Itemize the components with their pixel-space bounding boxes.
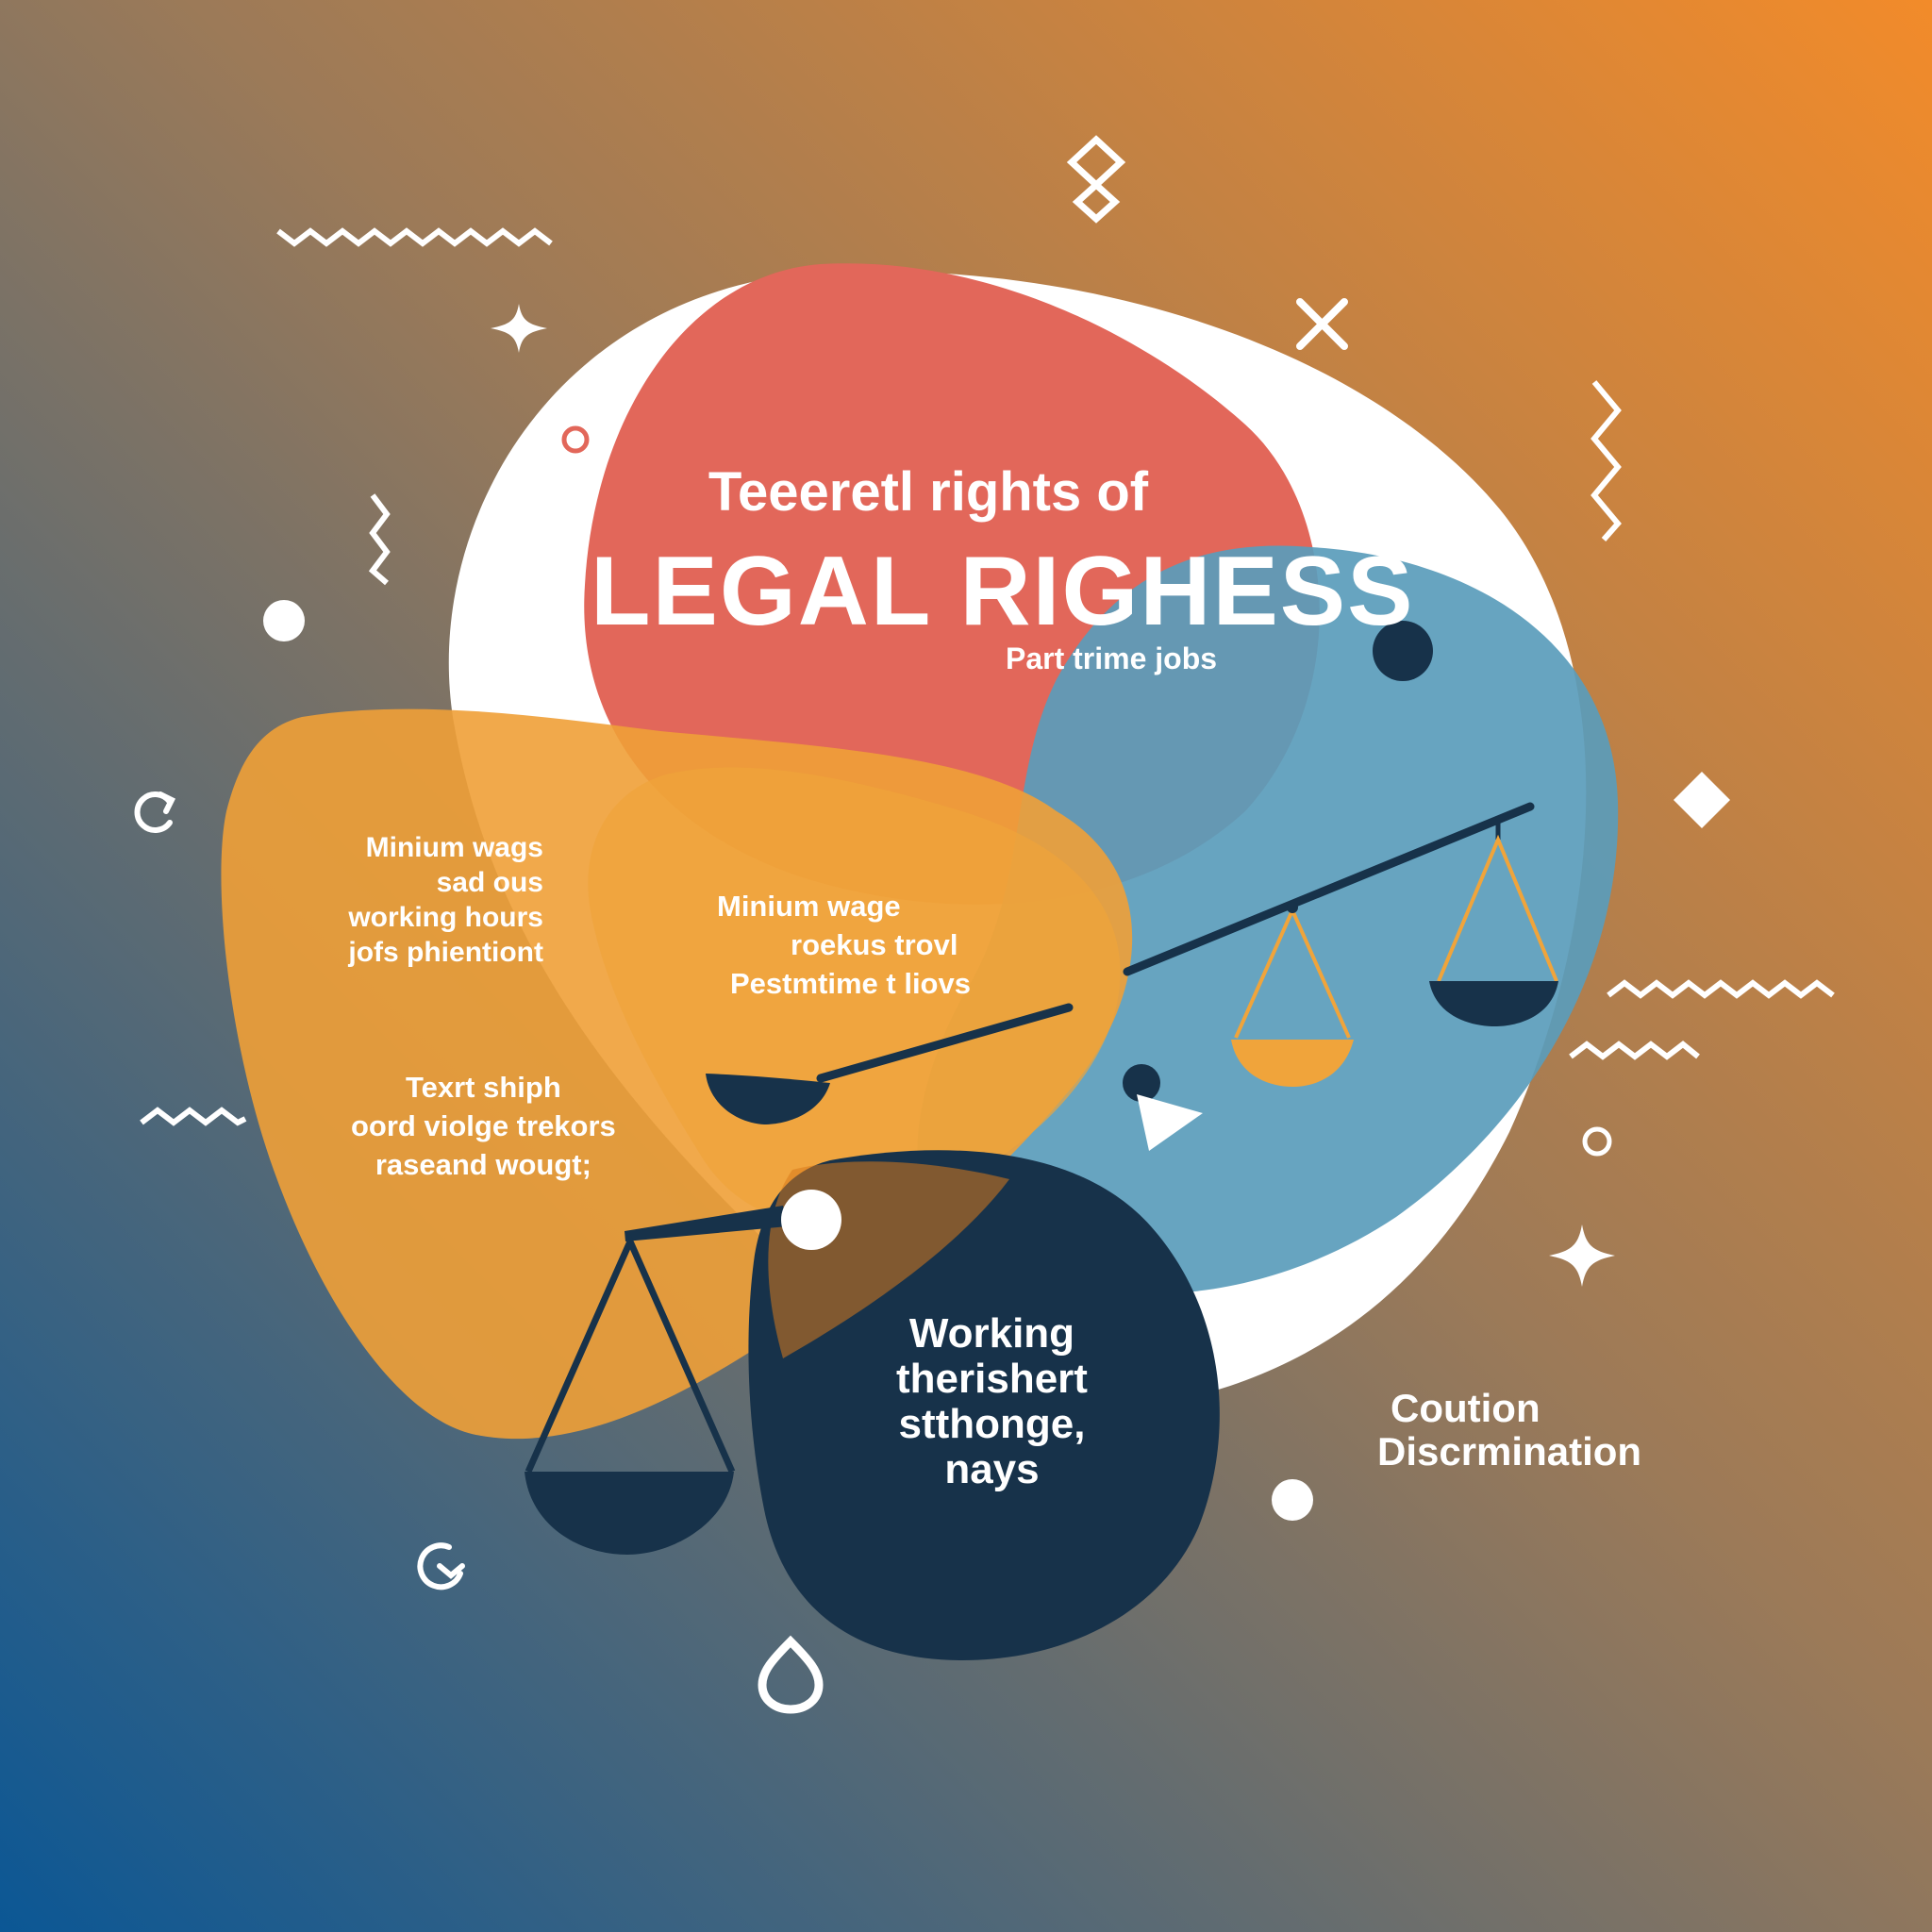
dot-icon (1272, 1479, 1313, 1521)
text-line: therishert (896, 1356, 1088, 1402)
text-line: oord violge trekors (351, 1109, 616, 1142)
orange-inner-blob (588, 767, 1121, 1224)
balance-scale-icon (706, 1003, 1074, 1124)
blue-blob (917, 545, 1619, 1294)
zigzag-icon (140, 1107, 247, 1126)
refresh-icon (417, 1542, 465, 1591)
poster-subtitle: Teeeretl rights of (708, 461, 1149, 523)
orange-blob-text: Minium wags sad ous working hours jofs p… (348, 830, 543, 970)
zigzag-icon (1607, 979, 1835, 999)
sparkle-icon (1549, 1224, 1615, 1287)
text-line: Pestmtime t liovs (730, 967, 971, 1000)
refresh-icon (134, 791, 176, 833)
dark-blob-text: Working therishert stthonge, nays (896, 1311, 1088, 1492)
text-line: roekus trovl (791, 928, 958, 961)
side-text: Coution Discrmination (1377, 1387, 1641, 1474)
text-line: jofs phientiont (348, 937, 543, 968)
text-line: raseand wougt; (375, 1148, 591, 1181)
poster-tagline: Part trime jobs (1006, 641, 1218, 675)
dot-icon (1373, 621, 1433, 681)
balance-scale-icon (525, 1206, 788, 1555)
play-triangle-icon (1137, 1094, 1203, 1151)
text-line: working hours (348, 902, 543, 933)
text-line: stthonge, (898, 1401, 1086, 1447)
dot-icon (263, 600, 305, 641)
diamond-icon (1674, 772, 1730, 828)
text-line: nays (944, 1446, 1040, 1492)
dot-icon (1123, 1064, 1160, 1102)
text-line: Working (908, 1310, 1075, 1357)
zigzag-icon (368, 493, 391, 586)
ring-icon (561, 425, 590, 454)
text-line: Texrt shiph (406, 1071, 561, 1104)
poster-title: LEGAL RIGHESS (591, 537, 1415, 646)
ring-icon (1582, 1126, 1612, 1157)
zigzag-icon (276, 227, 553, 247)
text-line: Minium wage (717, 890, 901, 923)
zigzag-icon (1591, 380, 1622, 541)
zigzag-icon (1569, 1041, 1700, 1060)
balance-scale-icon (1123, 802, 1558, 1087)
text-line: Minium wags (365, 832, 543, 863)
center-text: Minium wage roekus trovl Pestmtime t lio… (717, 887, 971, 1003)
text-line: sad ous (436, 867, 543, 898)
sparkle-icon (491, 304, 547, 353)
diamond-chain-icon (1066, 135, 1126, 224)
text-line: Coution (1391, 1386, 1541, 1430)
dot-icon (781, 1190, 841, 1250)
lower-text: Texrt shiph oord violge trekors raseand … (351, 1068, 616, 1184)
text-line: Discrmination (1377, 1429, 1642, 1474)
drop-icon (758, 1635, 824, 1714)
cross-icon (1296, 298, 1348, 350)
